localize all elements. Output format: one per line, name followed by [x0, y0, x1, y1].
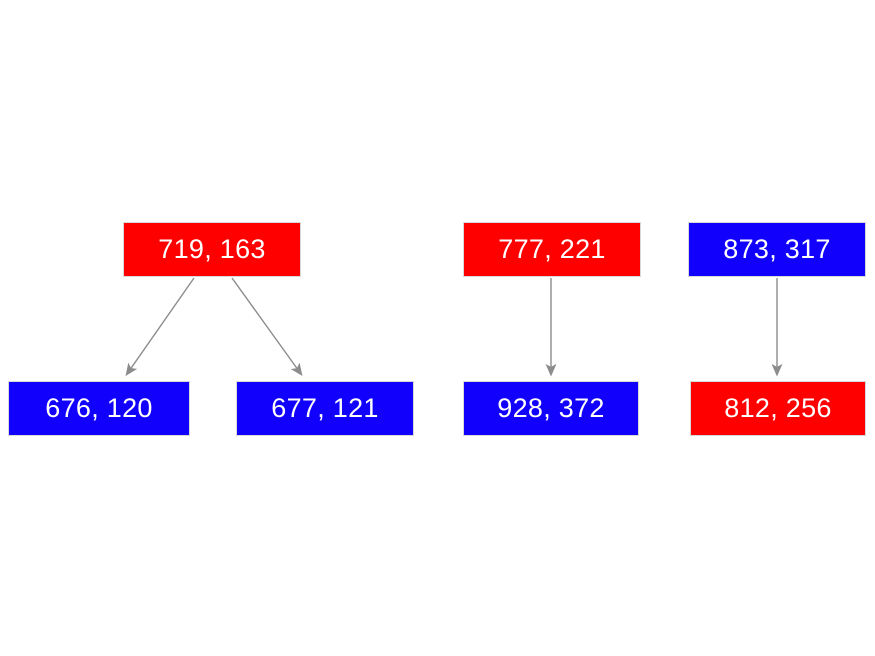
graph-node-label: 928, 372: [497, 393, 605, 423]
graph-node[interactable]: 873, 317: [688, 222, 866, 277]
edge-arrow: [231, 277, 303, 377]
graph-node-label: 812, 256: [724, 393, 832, 423]
graph-node[interactable]: 677, 121: [236, 381, 414, 436]
graph-node[interactable]: 719, 163: [123, 222, 301, 277]
graph-node[interactable]: 777, 221: [463, 222, 641, 277]
edge-arrow: [125, 277, 195, 377]
graph-node[interactable]: 928, 372: [463, 381, 639, 436]
graph-node-label: 777, 221: [498, 234, 606, 264]
edge-group: [125, 277, 783, 377]
graph-node-label: 677, 121: [271, 393, 379, 423]
graph-node-label: 676, 120: [45, 393, 153, 423]
graph-node[interactable]: 812, 256: [690, 381, 866, 436]
graph-node-label: 719, 163: [158, 234, 266, 264]
graph-node[interactable]: 676, 120: [8, 381, 190, 436]
graph-node-label: 873, 317: [723, 234, 831, 264]
